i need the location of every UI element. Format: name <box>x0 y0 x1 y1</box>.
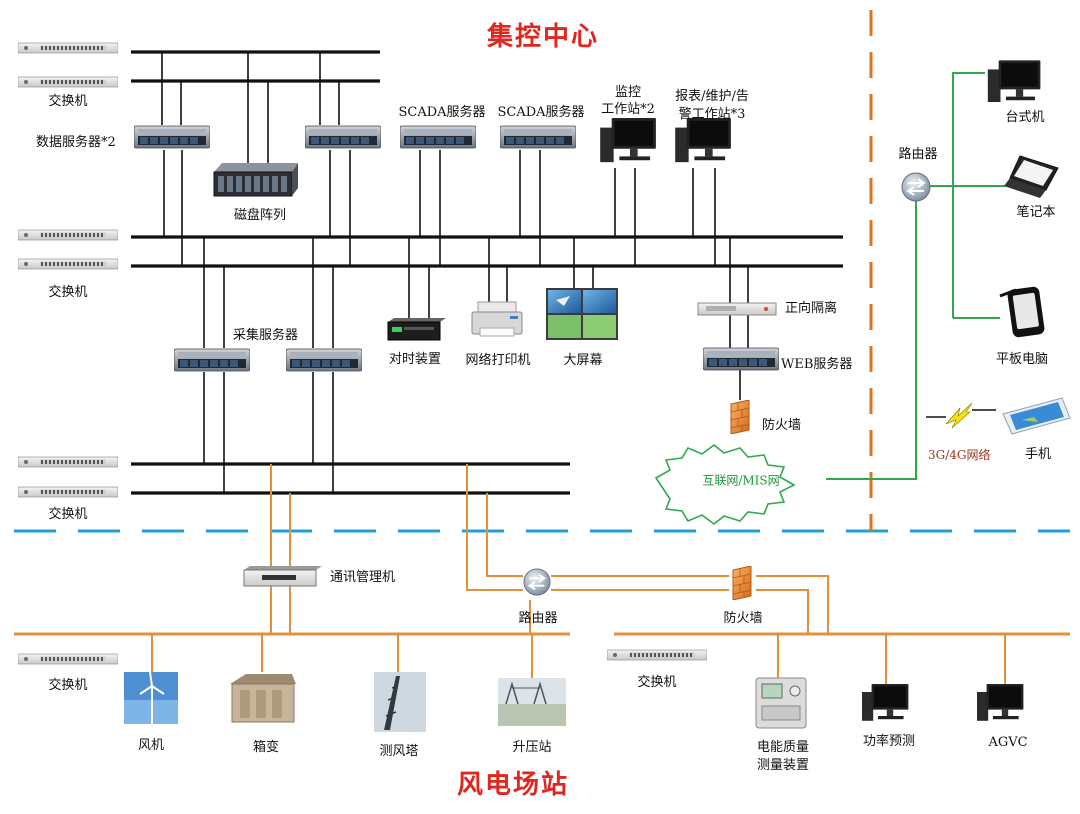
box-transformer-label: 箱变 <box>252 740 280 755</box>
web-server-label: WEB服务器 <box>781 357 853 372</box>
firewall-icon <box>732 566 752 600</box>
box-transformer-icon <box>230 674 296 723</box>
scada-server-label: SCADA服务器 <box>497 105 585 120</box>
scada-server-label: SCADA服务器 <box>398 105 486 120</box>
power-forecast-label: 功率预测 <box>862 734 916 749</box>
switch-icon <box>18 653 118 665</box>
switch-label: 交换机 <box>48 507 88 522</box>
switch-label: 交换机 <box>637 675 677 690</box>
server-icon <box>703 347 779 371</box>
laptop-icon <box>1004 155 1059 198</box>
data-server-label: 数据服务器*2 <box>36 135 116 150</box>
monitor-ws-label-line2: 工作站*2 <box>601 102 655 117</box>
switch-icon <box>18 258 118 270</box>
pq-device-label-line2: 测量装置 <box>756 758 810 773</box>
laptop-label: 笔记本 <box>1016 205 1056 220</box>
firewall-label: 防火墙 <box>723 611 763 626</box>
server-icon <box>400 125 476 149</box>
router-label: 路由器 <box>518 611 558 626</box>
router-label: 路由器 <box>898 147 938 162</box>
router-icon <box>523 568 551 596</box>
report-ws-label-line1: 报表/维护/告 <box>675 89 749 104</box>
switch-icon <box>607 649 707 661</box>
wind-tower-icon <box>374 672 426 732</box>
forward-isolation-label: 正向隔离 <box>785 301 838 316</box>
switch-icon <box>18 456 118 468</box>
switch-label: 交换机 <box>48 94 88 109</box>
workstation-icon <box>862 684 909 721</box>
booster-station-label: 升压站 <box>512 740 552 755</box>
wan-links <box>826 72 1005 480</box>
disk-array-icon <box>213 163 298 197</box>
control-center-title: 集控中心 <box>486 22 600 52</box>
switch-icon <box>18 486 118 498</box>
printer-label: 网络打印机 <box>465 353 531 368</box>
booster-station-icon <box>498 678 566 726</box>
workstation-icon <box>977 684 1024 721</box>
firewall-icon <box>730 400 750 434</box>
agvc-label: AGVC <box>988 735 1028 750</box>
firewall-label: 防火墙 <box>762 418 802 433</box>
switch-label: 交换机 <box>48 285 88 300</box>
wind-tower-label: 测风塔 <box>379 744 419 759</box>
time-sync-icon <box>387 318 446 341</box>
workstation-icon <box>600 118 656 163</box>
wind-station-title: 风电场站 <box>456 770 570 800</box>
switch-icon <box>18 76 118 88</box>
workstation-icon <box>675 118 731 163</box>
isolation-device-icon <box>697 302 777 316</box>
server-icon <box>286 348 362 372</box>
comm-manager-label: 通讯管理机 <box>330 570 396 585</box>
server-icon <box>305 125 381 149</box>
tablet-label: 平板电脑 <box>995 352 1049 367</box>
server-icon <box>134 125 210 149</box>
wind-turbine-icon <box>124 671 178 724</box>
server-icon <box>500 125 576 149</box>
switch-icon <box>18 42 118 54</box>
switch-label: 交换机 <box>48 678 88 693</box>
phone-icon <box>1002 397 1071 435</box>
desktop-icon <box>987 60 1041 103</box>
disk-array-label: 磁盘阵列 <box>233 208 287 223</box>
collect-server-label: 采集服务器 <box>233 328 299 343</box>
monitor-ws-label-line1: 监控 <box>614 85 642 100</box>
big-screen-icon <box>546 288 618 340</box>
lightning-icon <box>926 402 996 429</box>
big-screen-label: 大屏幕 <box>563 353 603 368</box>
pq-device-label-line1: 电能质量 <box>756 740 810 755</box>
wind-turbine-label: 风机 <box>137 738 165 753</box>
cloud-icon <box>654 443 796 526</box>
comm-manager-icon <box>243 566 322 587</box>
phone-label: 手机 <box>1024 447 1052 462</box>
printer-icon <box>471 301 523 337</box>
time-sync-label: 对时装置 <box>388 352 442 367</box>
server-icon <box>174 348 250 372</box>
switch-icon <box>18 229 118 241</box>
desktop-label: 台式机 <box>1005 110 1045 125</box>
router-icon <box>901 172 931 202</box>
network-3g4g-label: 3G/4G网络 <box>928 448 991 462</box>
device-connectors <box>161 52 749 493</box>
pq-device-icon <box>755 677 807 729</box>
internet-mis-label: 互联网/MIS网 <box>702 473 780 488</box>
report-ws-label-line2: 警工作站*3 <box>678 107 746 122</box>
tablet-icon <box>999 286 1045 338</box>
fiber-links <box>14 464 1070 684</box>
